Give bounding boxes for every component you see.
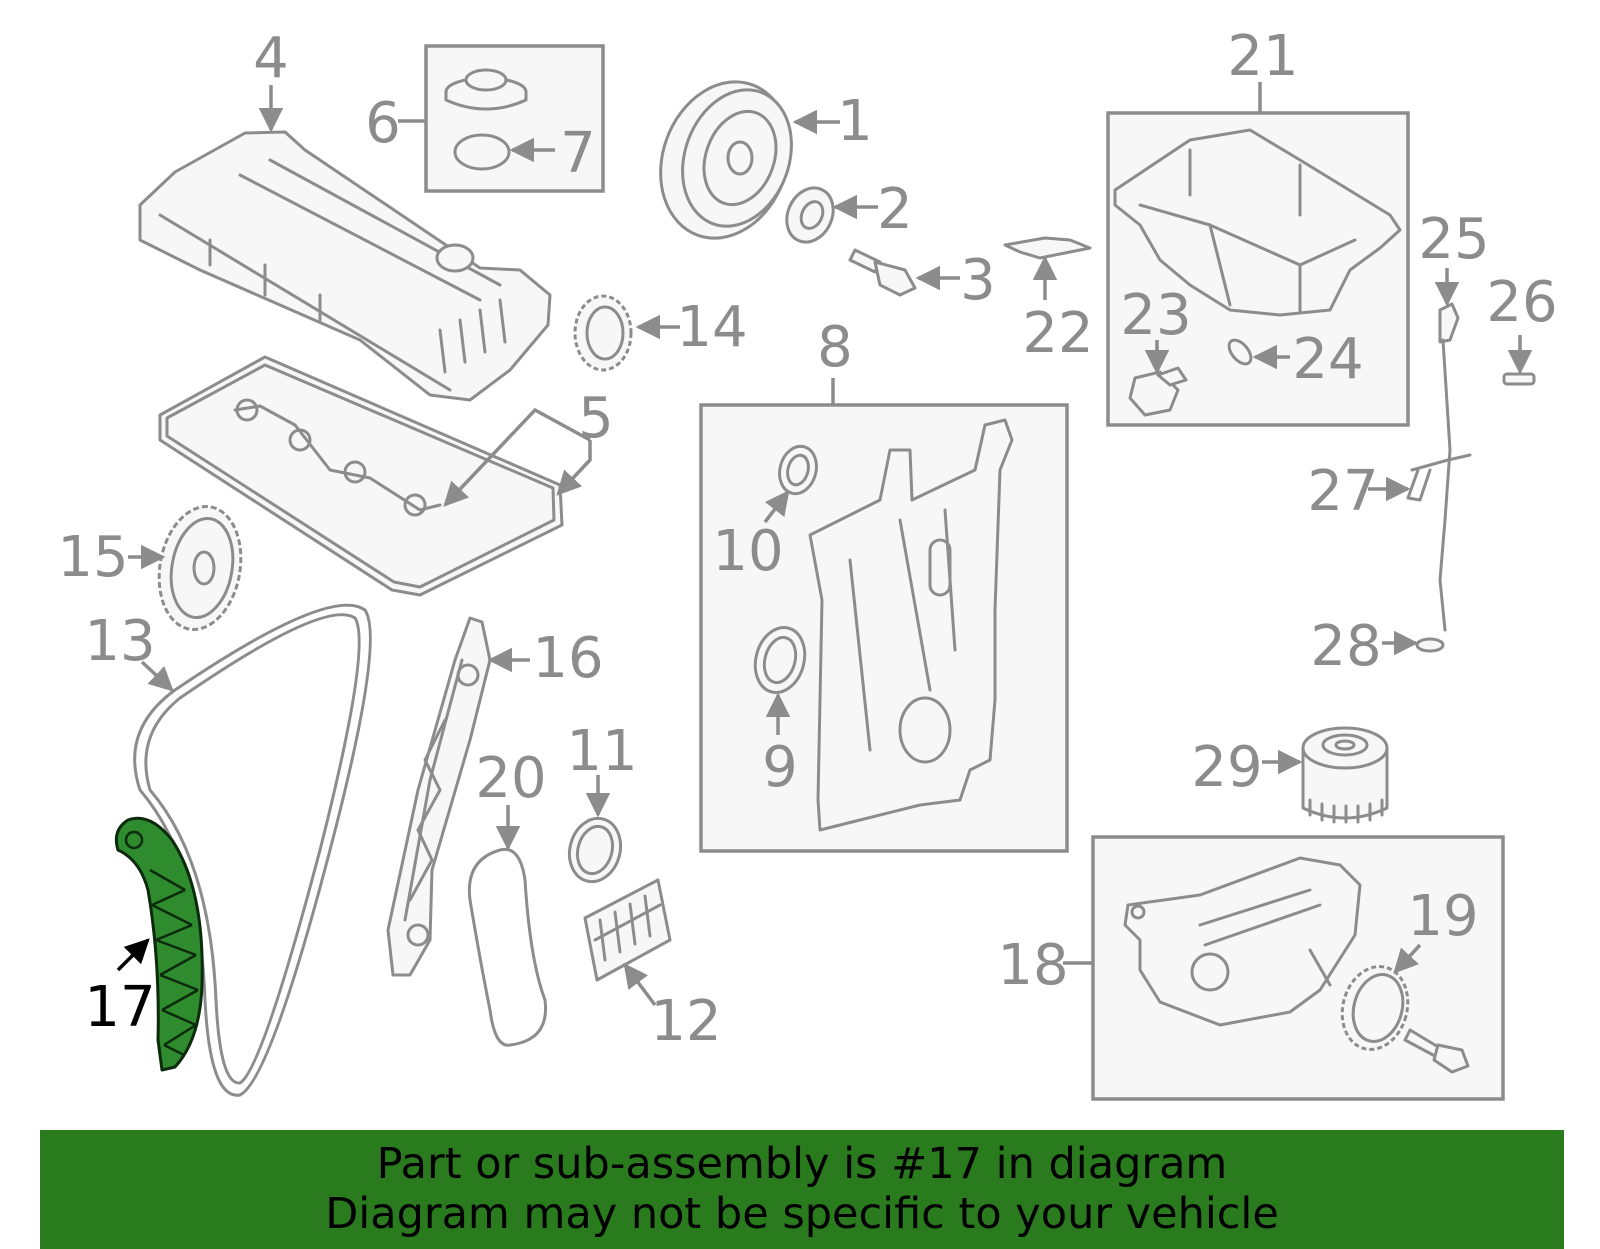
timing-cover-part[interactable] — [808, 418, 1014, 832]
callout-10: 10 — [712, 519, 783, 584]
callout-14: 14 — [676, 295, 747, 360]
callout-12: 12 — [650, 989, 721, 1054]
valve-cover-part[interactable] — [138, 130, 552, 402]
bracket-22-part[interactable] — [1003, 236, 1092, 260]
callout-20: 20 — [475, 746, 546, 811]
callout-11: 11 — [566, 719, 637, 784]
banner-line-1: Part or sub-assembly is #17 in diagram — [376, 1139, 1228, 1189]
callout-6: 6 — [365, 91, 401, 156]
leader-5b — [556, 440, 592, 496]
leader-12 — [623, 963, 657, 1007]
timing-chain-part[interactable] — [133, 603, 372, 1097]
cam-sprocket-small-part[interactable] — [573, 294, 633, 372]
callout-26: 26 — [1486, 270, 1557, 335]
seal-9-part[interactable] — [748, 622, 811, 698]
info-banner: Part or sub-assembly is #17 in diagram D… — [40, 1130, 1564, 1249]
oil-filter-part[interactable] — [1301, 726, 1389, 824]
callout-8: 8 — [817, 315, 853, 380]
leader-10 — [763, 490, 790, 524]
oil-cap-gasket-part[interactable] — [453, 133, 511, 171]
callout-23: 23 — [1120, 283, 1191, 348]
callout-19: 19 — [1407, 884, 1478, 949]
callout-2: 2 — [877, 177, 913, 242]
oil-pump-chain-part[interactable] — [467, 847, 548, 1047]
callout-15: 15 — [57, 525, 128, 590]
dipstick-part[interactable] — [1406, 302, 1472, 632]
callout-3: 3 — [960, 248, 996, 313]
cover-plate-part[interactable] — [583, 878, 672, 982]
crankshaft-pulley-part[interactable] — [639, 64, 810, 257]
callout-5: 5 — [578, 386, 614, 451]
callout-24: 24 — [1292, 327, 1363, 392]
drain-plug-part[interactable] — [1128, 366, 1188, 417]
banner-line-2: Diagram may not be specific to your vehi… — [325, 1189, 1279, 1239]
callout-21: 21 — [1227, 24, 1298, 89]
crank-seal-part[interactable] — [778, 180, 842, 249]
dipstick-oring-part[interactable] — [1415, 637, 1445, 653]
oil-pump-gear-part[interactable] — [1333, 959, 1417, 1057]
callout-18: 18 — [997, 933, 1068, 998]
callout-28: 28 — [1310, 614, 1381, 679]
callout-29: 29 — [1191, 735, 1262, 800]
callout-4: 4 — [253, 26, 289, 91]
oil-pump-bolt-part[interactable] — [1403, 1028, 1470, 1074]
drain-washer-part[interactable] — [1225, 336, 1255, 368]
callout-25: 25 — [1418, 207, 1489, 272]
seal-10-part[interactable] — [774, 442, 821, 498]
leader-5 — [443, 407, 591, 507]
callout-22: 22 — [1022, 301, 1093, 366]
leader-13 — [140, 660, 174, 692]
oil-pan-part[interactable] — [1113, 128, 1402, 317]
oil-filler-cap-part[interactable] — [444, 68, 528, 111]
chain-guide-part-17[interactable] — [114, 816, 204, 1072]
callout-1: 1 — [837, 89, 873, 154]
leader-19 — [1393, 943, 1422, 974]
callout-13: 13 — [84, 609, 155, 674]
callout-7: 7 — [560, 121, 596, 186]
callout-27: 27 — [1307, 459, 1378, 524]
callout-17: 17 — [84, 975, 155, 1040]
pulley-bolt-part[interactable] — [848, 248, 917, 297]
oil-pump-part[interactable] — [1123, 856, 1362, 1027]
clip-26-part[interactable] — [1502, 372, 1536, 386]
leader-17 — [116, 938, 150, 972]
oil-cap-box — [424, 44, 605, 193]
valve-cover-gasket-part[interactable] — [158, 355, 564, 597]
callout-9: 9 — [762, 735, 798, 800]
seal-11-part[interactable] — [563, 813, 628, 888]
callout-16: 16 — [532, 626, 603, 691]
cam-gear-part[interactable] — [150, 500, 250, 636]
